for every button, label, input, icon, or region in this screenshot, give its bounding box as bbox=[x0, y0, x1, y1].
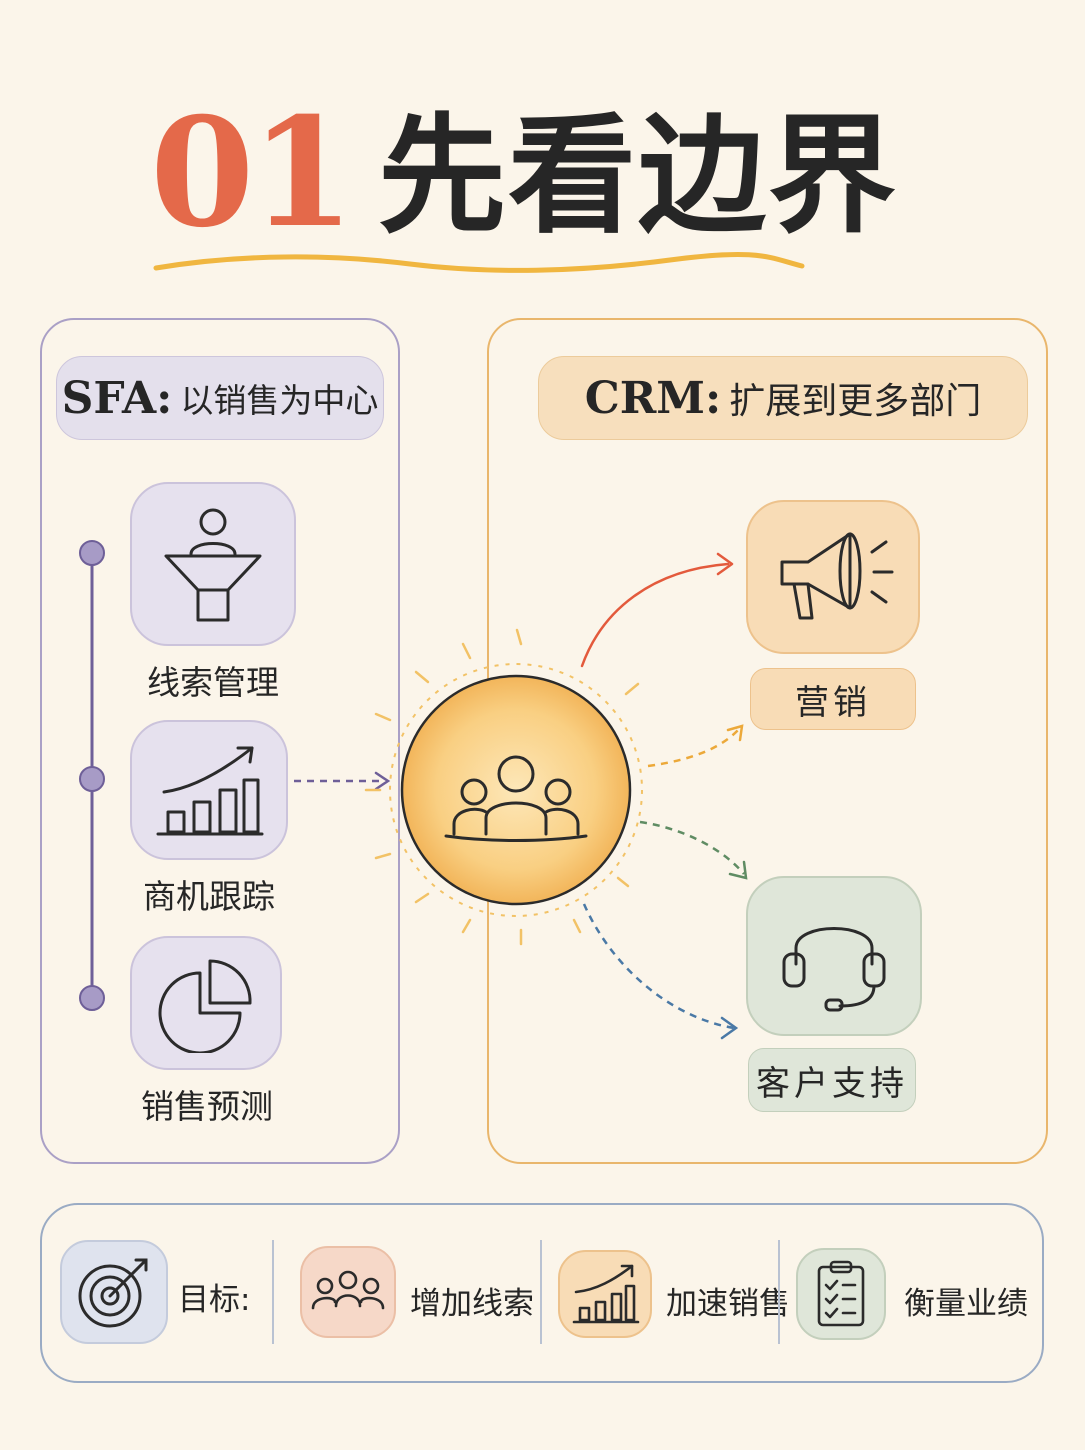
customer-support-tile bbox=[746, 876, 922, 1036]
opportunity-tracking-tile bbox=[130, 720, 288, 860]
crm-header: CRM: 扩展到更多部门 bbox=[538, 356, 1028, 440]
divider bbox=[540, 1240, 542, 1344]
headset-icon bbox=[782, 927, 886, 1012]
pie-chart-icon bbox=[158, 959, 252, 1053]
increase-leads-tile bbox=[300, 1246, 396, 1338]
crm-item-label: 营销 bbox=[750, 668, 916, 730]
sfa-to-crm-arrow bbox=[294, 771, 391, 791]
goals-panel bbox=[40, 1203, 1044, 1383]
megaphone-icon bbox=[780, 532, 894, 620]
sfa-timeline bbox=[79, 540, 105, 1011]
sfa-description: 以销售为中心 bbox=[180, 381, 379, 420]
growth-chart-icon bbox=[572, 1264, 640, 1324]
sfa-item-label: 商机跟踪 bbox=[143, 877, 275, 916]
measure-performance-tile bbox=[796, 1248, 886, 1340]
target-tile bbox=[60, 1240, 168, 1344]
title-underline bbox=[153, 251, 805, 273]
timeline-dot bbox=[79, 985, 105, 1011]
crm-code: CRM: bbox=[584, 372, 722, 424]
timeline-dot bbox=[79, 766, 105, 792]
goal-item-label: 衡量业绩 bbox=[904, 1286, 1028, 1322]
divider bbox=[778, 1240, 780, 1344]
crm-item-label: 客户支持 bbox=[748, 1048, 916, 1112]
goals-label: 目标: bbox=[178, 1282, 251, 1318]
funnel-person-icon bbox=[164, 508, 262, 622]
goal-item-label: 增加线索 bbox=[410, 1286, 534, 1322]
sfa-panel bbox=[40, 318, 400, 1164]
people-group-icon bbox=[311, 1270, 385, 1310]
crm-description: 扩展到更多部门 bbox=[729, 381, 982, 422]
customer-group-icon bbox=[444, 755, 588, 842]
lead-management-tile bbox=[130, 482, 296, 646]
target-icon bbox=[78, 1258, 148, 1328]
sfa-item-label: 销售预测 bbox=[141, 1087, 273, 1126]
section-number: 01 bbox=[150, 85, 355, 261]
bar-chart-trend-icon bbox=[156, 746, 264, 836]
marketing-tile bbox=[746, 500, 920, 654]
timeline-dot bbox=[79, 540, 105, 566]
sfa-code: SFA: bbox=[61, 372, 173, 424]
page-title: 先看边界 bbox=[378, 102, 899, 251]
crm-arrows bbox=[580, 552, 748, 1040]
customer-hub bbox=[364, 628, 643, 946]
goal-item-label: 加速销售 bbox=[666, 1286, 790, 1322]
accelerate-sales-tile bbox=[558, 1250, 652, 1338]
sfa-header: SFA: 以销售为中心 bbox=[56, 356, 384, 440]
clipboard-checklist-icon bbox=[817, 1260, 865, 1327]
sales-forecast-tile bbox=[130, 936, 282, 1070]
divider bbox=[272, 1240, 274, 1344]
sfa-item-label: 线索管理 bbox=[147, 663, 279, 702]
